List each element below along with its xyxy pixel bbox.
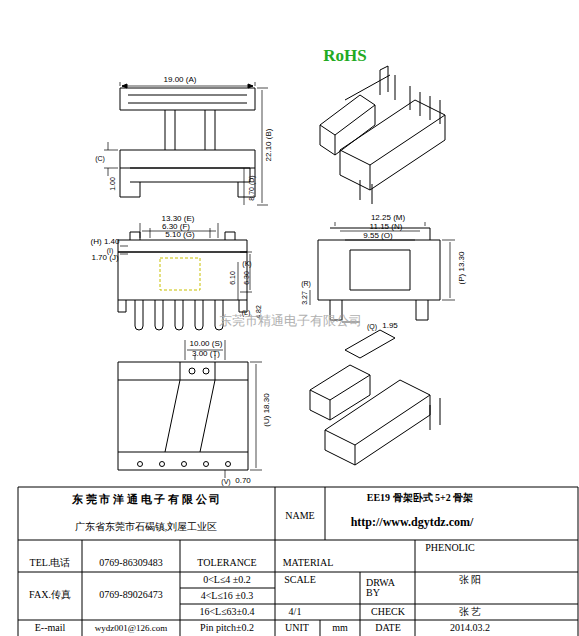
side-view-right	[310, 222, 455, 322]
cell: DATE	[375, 623, 401, 633]
cell: 0<L≤4 ±0.2	[203, 575, 251, 585]
dimension-label: 19.00 (A)	[164, 76, 197, 84]
cell: 东 莞 市 洋 通 电 子 有 限 公 司	[72, 494, 221, 505]
cell: 0769-89026473	[99, 590, 162, 600]
dimension-label: 13.30 (E)	[162, 215, 195, 223]
cell: FAX.传真	[29, 590, 71, 600]
dimension-label: 6.10	[229, 271, 236, 285]
cell: http://www.dgytdz.com/	[351, 516, 474, 528]
cell: CHECK	[371, 607, 405, 617]
cell: 4<L≤16 ±0.3	[201, 591, 254, 601]
cell: UNIT	[285, 623, 309, 633]
dimension-label: 10.00 (S)	[190, 340, 223, 348]
dimension-label: (Q)	[367, 323, 377, 330]
title: RoHS	[323, 47, 366, 64]
cell: EE19 骨架卧式 5+2 骨架	[367, 493, 474, 503]
bottom-view	[118, 340, 262, 478]
cell: 16<L≤63±0.4	[199, 607, 254, 617]
cell: Pin pitch±0.2	[200, 623, 254, 633]
dimension-label: 5.10 (G)	[165, 231, 194, 239]
dimension-label: 6.30	[243, 271, 250, 285]
cell: PHENOLIC	[425, 543, 474, 553]
cell: TOLERANCE	[197, 558, 256, 568]
cell: 张 艺	[459, 607, 482, 617]
cell: E--mail	[35, 623, 66, 633]
dimension-label: (U) 18.30	[263, 393, 271, 426]
cell: MATERIAL	[283, 558, 334, 568]
cell: 2014.03.2	[450, 623, 490, 633]
dimension-label: 3.27	[301, 291, 308, 305]
cell: wydz001@126.com	[95, 624, 168, 633]
dimension-label: (R)	[301, 280, 311, 287]
dimension-label: (K)	[242, 260, 251, 267]
cell: 张 阳	[459, 575, 482, 585]
cell: NAME	[285, 511, 314, 521]
dimension-label: 3.00 (T)	[192, 350, 220, 358]
front-view	[104, 82, 268, 205]
dimension-label: (C)	[95, 155, 105, 162]
dimension-label: (H) 1.40	[91, 238, 120, 246]
cell: DRWA BY	[366, 578, 410, 598]
dimension-label: 8.70 (D)	[248, 175, 255, 200]
dimension-label: 1.00	[109, 177, 116, 191]
dimension-label: 0.70	[235, 477, 251, 485]
cell: mm	[332, 623, 348, 633]
watermark: 东莞市精通电子有限公司	[219, 314, 362, 327]
dimension-label: 1.95	[382, 322, 398, 330]
dimension-label: 11.15 (N)	[370, 223, 403, 231]
cell: 0769-86309483	[99, 558, 162, 568]
dimension-label: (V)	[221, 478, 230, 485]
cell: 4/1	[289, 607, 302, 617]
dimension-label: (P) 13.30	[458, 252, 466, 285]
dimension-label: 1.70 (J)	[91, 254, 118, 262]
cell: SCALE	[284, 575, 316, 585]
cell: 广东省东莞市石碣镇,刘屋工业区	[75, 522, 218, 532]
dimension-label: 22.10 (B)	[265, 129, 273, 162]
iso-view	[310, 66, 445, 465]
cell: TEL.电话	[30, 558, 71, 568]
dimension-label: 12.25 (M)	[371, 214, 405, 222]
title-block	[18, 487, 578, 636]
dimension-label: (I)	[107, 247, 114, 254]
dimension-label: 9.55 (O)	[363, 232, 392, 240]
dimension-label: 6.30 (F)	[162, 223, 190, 231]
